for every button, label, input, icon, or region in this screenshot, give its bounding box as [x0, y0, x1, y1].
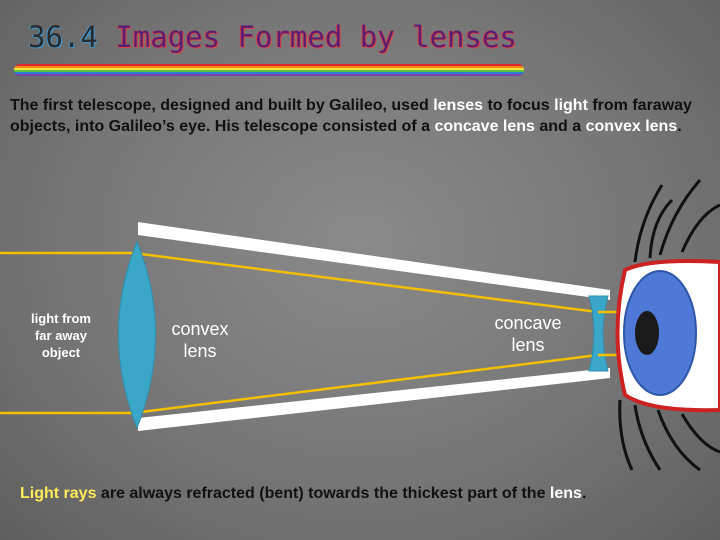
intro-text: and a: [534, 118, 586, 135]
rainbow-divider: [14, 64, 524, 76]
label-convex-lens: convex lens: [171, 319, 229, 361]
highlight-convex-lens: convex lens: [585, 118, 678, 135]
intro-text: from faraway objects, into Galileo’s eye…: [10, 97, 692, 135]
footer-text: .: [581, 485, 587, 502]
footer-note: Light rays are always refracted (bent) t…: [20, 485, 710, 503]
intro-text: .: [677, 118, 682, 135]
tube-bottom-wall: [138, 368, 610, 431]
eye-lashes-top: [633, 179, 720, 263]
label-concave-lens: concave lens: [494, 313, 562, 355]
intro-paragraph: The first telescope, designed and built …: [10, 95, 700, 137]
section-number: 36.4: [28, 20, 98, 54]
converging-ray-bottom: [132, 353, 599, 415]
highlight-lenses: lenses: [433, 97, 484, 114]
eye: [615, 179, 720, 472]
converging-ray-top: [132, 251, 599, 314]
intro-text: The first telescope, designed and built …: [10, 97, 434, 114]
convex-lens: [118, 240, 156, 430]
page-title: 36.4 Images Formed by lenses: [28, 20, 517, 54]
title-text: Images Formed by lenses: [115, 20, 517, 54]
highlight-light: light: [554, 97, 588, 114]
intro-text: to focus: [483, 97, 555, 114]
highlight-concave-lens: concave lens: [434, 118, 535, 135]
label-light-source: light from far away object: [31, 311, 91, 360]
eye-lashes-bottom: [618, 399, 720, 472]
tube-top-wall: [138, 222, 610, 300]
highlight-light-rays: Light rays: [20, 485, 97, 502]
eye-iris: [623, 270, 697, 396]
concave-lens: [588, 295, 609, 372]
highlight-lens: lens: [549, 485, 582, 502]
footer-text: are always refracted (bent) towards the …: [96, 485, 550, 502]
eye-pupil: [635, 311, 659, 355]
